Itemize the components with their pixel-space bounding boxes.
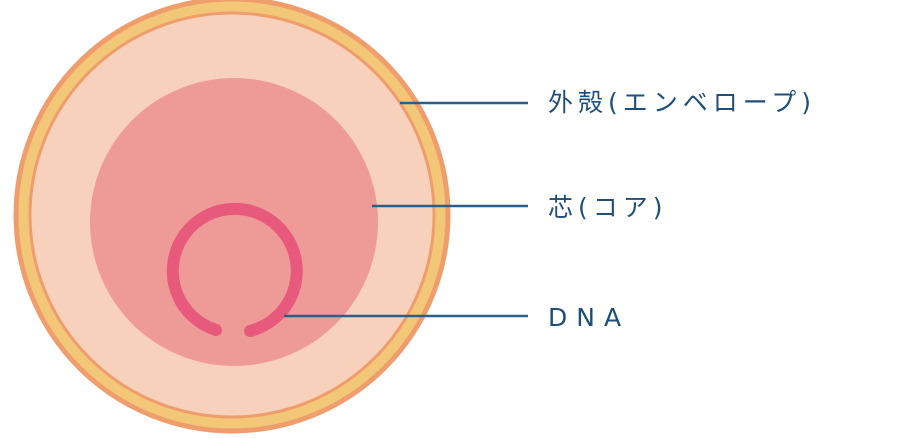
core-body: [90, 78, 378, 366]
dna-label: DNA: [548, 303, 630, 333]
envelope-label: 外殻(エンベロープ): [548, 88, 816, 118]
core-label: 芯(コア): [548, 193, 668, 223]
